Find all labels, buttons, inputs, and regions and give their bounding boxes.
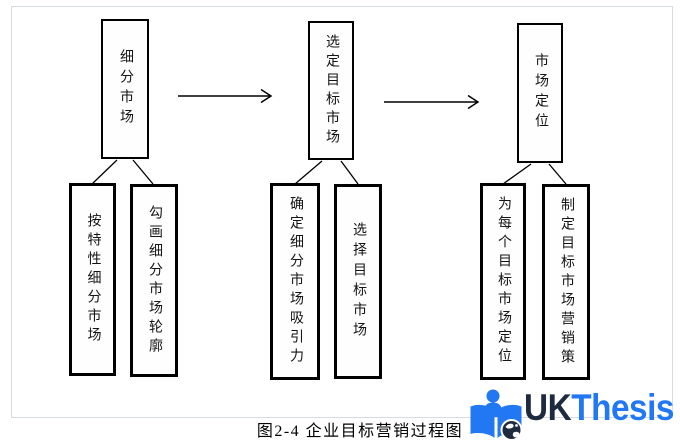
globe-continent (512, 431, 520, 438)
globe-icon (500, 419, 523, 441)
ukthesis-logo: UKThesis (464, 387, 680, 442)
stage-box-select-target-market: 选定目标市场 (308, 21, 354, 160)
reader-head (486, 389, 500, 403)
logo-text-uk: UK (524, 387, 572, 428)
stage-box-market-positioning: 市场定位 (517, 23, 563, 163)
sub-box-label: 选择目标市场 (351, 221, 366, 342)
connector-stage-1 (91, 159, 154, 185)
sub-box-label: 按特性细分市场 (85, 213, 101, 346)
stage-box-label: 市场定位 (533, 53, 548, 133)
sub-box-profile-segments: 勾画细分市场轮廓 (130, 184, 178, 377)
sub-box-choose-target-market: 选择目标市场 (334, 184, 382, 379)
arrowhead-icon (467, 94, 480, 110)
sub-box-label: 为每个目标市场定位 (496, 196, 511, 367)
connector-stage-3 (502, 163, 567, 185)
stage-box-label: 细分市场 (118, 49, 133, 129)
sub-box-evaluate-segment-attractiveness: 确定细分市场吸引力 (270, 183, 320, 380)
flow-arrow-2 (384, 94, 480, 110)
stage-box-label: 选定目标市场 (324, 33, 339, 148)
sub-box-develop-marketing-strategy: 制定目标市场营销策 (542, 184, 590, 380)
flow-arrow-1 (178, 88, 273, 104)
sub-box-label: 勾画细分市场轮廓 (147, 204, 162, 357)
stage-box-segment-market: 细分市场 (101, 19, 149, 159)
logo-text-thesis: Thesis (571, 387, 675, 428)
arrowhead-icon (260, 88, 273, 104)
logo-wordmark: UKThesis (524, 383, 674, 433)
sub-box-label: 制定目标市场营销策 (559, 196, 574, 368)
sub-box-label: 确定细分市场吸引力 (288, 196, 303, 367)
book-left-page (470, 404, 495, 438)
globe-continent (505, 423, 514, 429)
reader-open-book-globe-icon (470, 389, 523, 441)
sub-box-position-each-target: 为每个目标市场定位 (480, 183, 526, 380)
sub-box-segment-by-traits: 按特性细分市场 (69, 183, 116, 376)
connector-stage-2 (294, 160, 359, 185)
figure-caption: 图2-4 企业目标营销过程图 (256, 423, 464, 440)
globe-continent (515, 424, 518, 427)
